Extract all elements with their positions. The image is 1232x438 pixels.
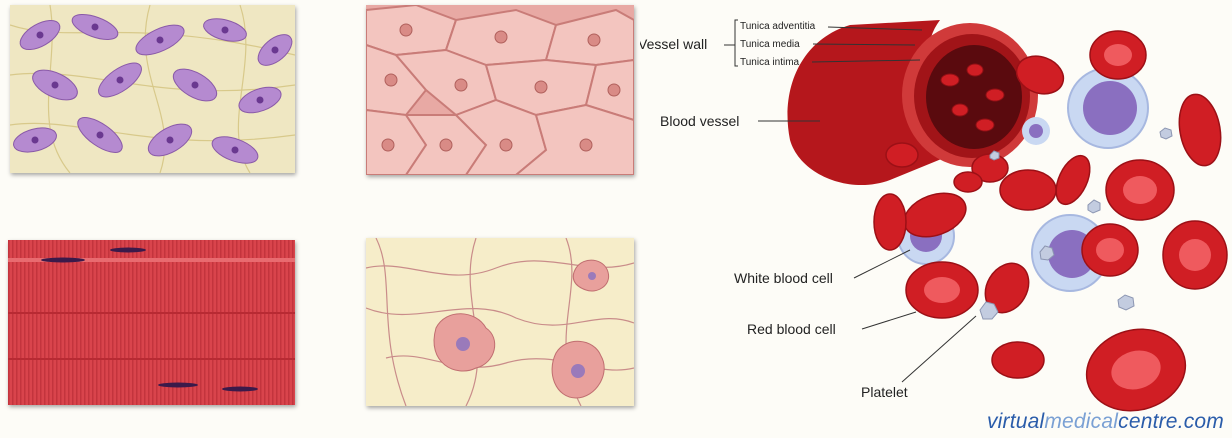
muscle-tissue-panel	[8, 240, 295, 405]
blood-vessel-label: Blood vessel	[660, 113, 739, 129]
epithelial-tissue-panel	[366, 5, 634, 175]
epithelial-tissue-illustration	[366, 5, 634, 175]
nervous-tissue-panel	[366, 238, 634, 406]
tunica-media-label: Tunica media	[740, 39, 800, 50]
tunica-adventitia-label: Tunica adventitia	[740, 21, 816, 32]
connective-tissue-illustration	[10, 5, 295, 173]
vessel-wall-label: Vessel wall	[640, 36, 707, 52]
platelet-leader	[902, 316, 976, 382]
watermark-part2: medical	[1044, 410, 1118, 433]
muscle-tissue-illustration	[8, 240, 295, 405]
red-blood-cell-label: Red blood cell	[747, 321, 836, 337]
vessel-wall-bracket	[724, 20, 738, 66]
blood-vessel-diagram: Vessel wall Tunica adventitia Tunica med…	[640, 0, 1232, 438]
tunica-intima-label: Tunica intima	[740, 57, 800, 68]
watermark-part1: virtual	[987, 410, 1044, 433]
platelet-label: Platelet	[861, 384, 908, 400]
red-blood-cell-leader	[862, 312, 916, 329]
watermark: virtualmedicalcentre.com	[987, 410, 1224, 434]
watermark-part3: centre.com	[1118, 410, 1224, 433]
connective-tissue-panel	[10, 5, 295, 173]
white-blood-cell-leader	[854, 250, 910, 278]
nervous-tissue-illustration	[366, 238, 634, 406]
vessel-lumen	[926, 45, 1022, 149]
white-blood-cell-label: White blood cell	[734, 270, 833, 286]
